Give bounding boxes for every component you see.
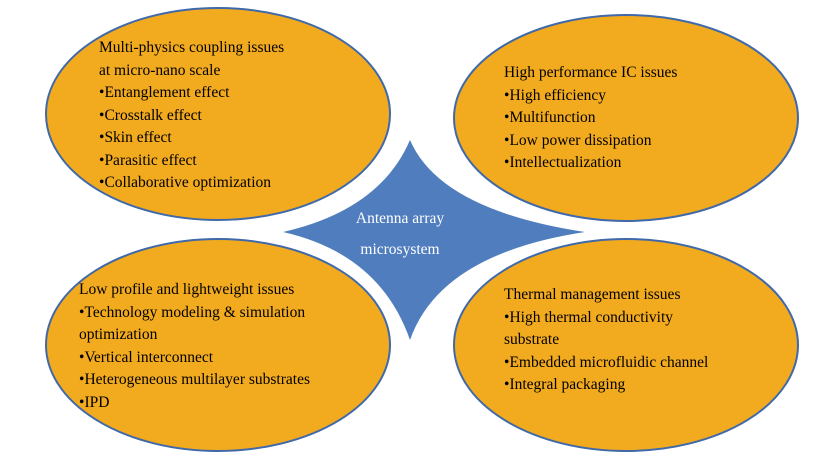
node-bottom-left: Low profile and lightweight issuesTechno… (79, 279, 310, 414)
node-item-line: Embedded microfluidic channel (504, 352, 708, 375)
node-item-line: Heterogeneous multilayer substrates (79, 369, 310, 392)
node-item-line: IPD (79, 392, 310, 415)
node-item-line: Skin effect (99, 127, 284, 150)
center-label-line-2: microsystem (360, 241, 440, 258)
node-top-left: Multi-physics coupling issues at micro-na… (99, 37, 284, 195)
node-item-line: Intellectualization (504, 152, 677, 175)
node-bottom-right: Thermal management issuesHigh thermal co… (504, 284, 708, 397)
node-item-line: Low power dissipation (504, 130, 677, 153)
center-label: Antenna array microsystem (330, 203, 470, 265)
node-item-line: Vertical interconnect (79, 347, 310, 370)
node-item-line: High thermal conductivity (504, 307, 708, 330)
node-title-line: High performance IC issues (504, 64, 678, 81)
node-item-line: Integral packaging (504, 374, 708, 397)
node-top-right: High performance IC issuesHigh efficienc… (504, 62, 677, 175)
node-item-line: substrate (504, 331, 560, 348)
node-item-line: Crosstalk effect (99, 105, 284, 128)
center-star-shape (283, 140, 585, 340)
center-label-line-1: Antenna array (355, 210, 445, 227)
node-title-line: at micro-nano scale (99, 61, 221, 79)
node-title-line: Multi-physics coupling issues (99, 39, 285, 56)
node-title-line: Thermal management issues (504, 286, 681, 303)
node-item-line: Multifunction (504, 107, 677, 130)
node-item-line: Technology modeling & simulation (79, 302, 310, 325)
node-item-line: Entanglement effect (99, 82, 284, 105)
node-item-line: optimization (79, 326, 158, 343)
node-title-line: Low profile and lightweight issues (79, 281, 295, 298)
node-item-line: High efficiency (504, 85, 677, 108)
node-item-line: Collaborative optimization (99, 172, 284, 195)
ellipse-bottom-right (453, 238, 799, 452)
node-item-line: Parasitic effect (99, 150, 284, 173)
